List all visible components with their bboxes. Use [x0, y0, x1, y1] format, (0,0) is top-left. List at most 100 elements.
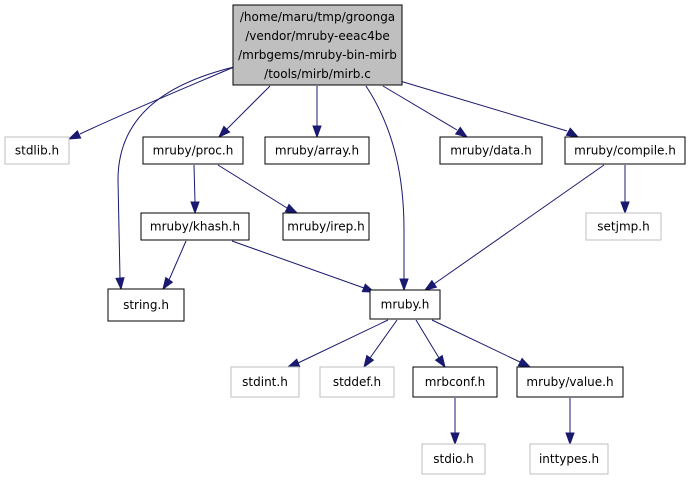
node-stddef-h: stddef.h [319, 366, 395, 398]
node-label: setjmp.h [597, 220, 649, 234]
node-inttypes-h: inttypes.h [529, 443, 609, 475]
edge-root-to-stdlib_h [67, 66, 235, 140]
node-mrbconf-h[interactable]: mrbconf.h [412, 366, 498, 398]
edge-mruby_compile_h-to-setjmp_h [620, 165, 630, 215]
arrowhead-icon [399, 278, 409, 292]
node-label: mruby/data.h [450, 144, 531, 158]
node-stdio-h: stdio.h [421, 443, 486, 475]
node-label: stdio.h [433, 452, 473, 466]
node-box [412, 366, 498, 398]
edge-root-to-mruby_h [365, 85, 409, 292]
edge-mruby_value_h-to-inttypes_h [565, 398, 575, 446]
node-box [421, 443, 486, 475]
node-label: mruby/compile.h [574, 144, 676, 158]
node-mruby-h[interactable]: mruby.h [369, 289, 441, 320]
arrowhead-icon [454, 126, 469, 138]
node-box [529, 443, 609, 475]
arrowhead-icon [363, 354, 375, 369]
edge-line [231, 240, 365, 289]
arrowhead-icon [217, 125, 231, 139]
node-mruby-data-h[interactable]: mruby/data.h [439, 136, 543, 165]
edge-root-to-mruby_compile_h [399, 80, 580, 138]
arrowhead-icon [162, 276, 174, 291]
node-box [319, 366, 395, 398]
node-box [516, 366, 624, 398]
edge-line [365, 85, 405, 279]
node-box [230, 366, 300, 398]
edge-mruby_compile_h-to-mruby_h [423, 164, 605, 291]
node-label: stdlib.h [15, 144, 59, 158]
node-stdlib-h: stdlib.h [4, 136, 70, 165]
node-box [142, 136, 244, 165]
node-mruby-value-h[interactable]: mruby/value.h [516, 366, 624, 398]
node-box [585, 212, 662, 241]
arrowhead-icon [423, 279, 438, 291]
node-box [369, 289, 441, 320]
arrowhead-icon [312, 125, 322, 139]
node-box [564, 136, 686, 165]
edge-line [79, 66, 235, 135]
edge-line [117, 66, 235, 279]
edge-root-to-string_h [115, 66, 235, 291]
edge-line [168, 240, 187, 281]
node-box [282, 212, 370, 241]
node-label: mrbconf.h [425, 375, 486, 389]
node-root-line-2: /vendor/mruby-eeac4be [245, 29, 390, 43]
node-box [107, 288, 185, 322]
node-root-line-3: /mrbgems/mruby-bin-mirb [238, 48, 397, 62]
arrowhead-icon [620, 201, 630, 215]
edge-mruby_proc_h-to-mruby_irep_h [217, 164, 299, 214]
edge-line [369, 319, 398, 359]
edge-line [217, 164, 288, 209]
node-box [264, 136, 370, 165]
node-label: mruby/value.h [526, 375, 613, 389]
node-label: string.h [123, 298, 169, 312]
edges-layer [67, 66, 630, 446]
edge-line [297, 319, 389, 364]
arrowhead-icon [190, 201, 200, 215]
edge-mruby_h-to-mrbconf_h [415, 319, 446, 369]
edge-mruby_h-to-stddef_h [363, 319, 398, 369]
node-box [140, 212, 250, 241]
edge-line [382, 85, 458, 131]
node-root[interactable]: /home/maru/tmp/groonga /vendor/mruby-eea… [232, 4, 403, 86]
edge-mruby_khash_h-to-mruby_h [231, 240, 376, 293]
node-box [4, 136, 70, 165]
node-label: mruby/irep.h [287, 220, 364, 234]
arrowhead-icon [517, 357, 532, 368]
node-label: mruby/array.h [275, 144, 359, 158]
arrowhead-icon [450, 432, 460, 446]
arrowhead-icon [286, 358, 301, 368]
node-mruby-proc-h[interactable]: mruby/proc.h [142, 136, 244, 165]
edge-line [399, 80, 568, 132]
node-box [439, 136, 543, 165]
node-label: stddef.h [333, 375, 381, 389]
node-setjmp-h: setjmp.h [585, 212, 662, 241]
edge-root-to-mruby_proc_h [217, 85, 271, 139]
node-mruby-array-h[interactable]: mruby/array.h [264, 136, 370, 165]
arrowhead-icon [434, 354, 446, 369]
edge-mruby_h-to-mruby_value_h [431, 319, 532, 368]
node-root-box [232, 4, 403, 86]
edge-mruby_khash_h-to-string_h [162, 240, 187, 291]
edge-line [226, 85, 271, 130]
node-label: inttypes.h [539, 452, 599, 466]
node-label: mruby/khash.h [150, 220, 240, 234]
edge-mruby_proc_h-to-mruby_khash_h [190, 164, 200, 215]
node-mruby-irep-h[interactable]: mruby/irep.h [282, 212, 370, 241]
node-mruby-khash-h[interactable]: mruby/khash.h [140, 212, 250, 241]
arrowhead-icon [115, 277, 125, 291]
node-label: stdint.h [242, 375, 288, 389]
node-root-line-1: /home/maru/tmp/groonga [240, 10, 395, 24]
node-root-line-4: /tools/mirb/mirb.c [264, 67, 371, 81]
edge-line [433, 164, 605, 285]
node-mruby-compile-h[interactable]: mruby/compile.h [564, 136, 686, 165]
arrowhead-icon [565, 127, 580, 138]
node-label: mruby/proc.h [153, 144, 234, 158]
node-string-h[interactable]: string.h [107, 288, 185, 322]
edge-line [415, 319, 440, 359]
arrowhead-icon [565, 432, 575, 446]
edge-line [193, 164, 196, 203]
edge-line [431, 319, 521, 363]
